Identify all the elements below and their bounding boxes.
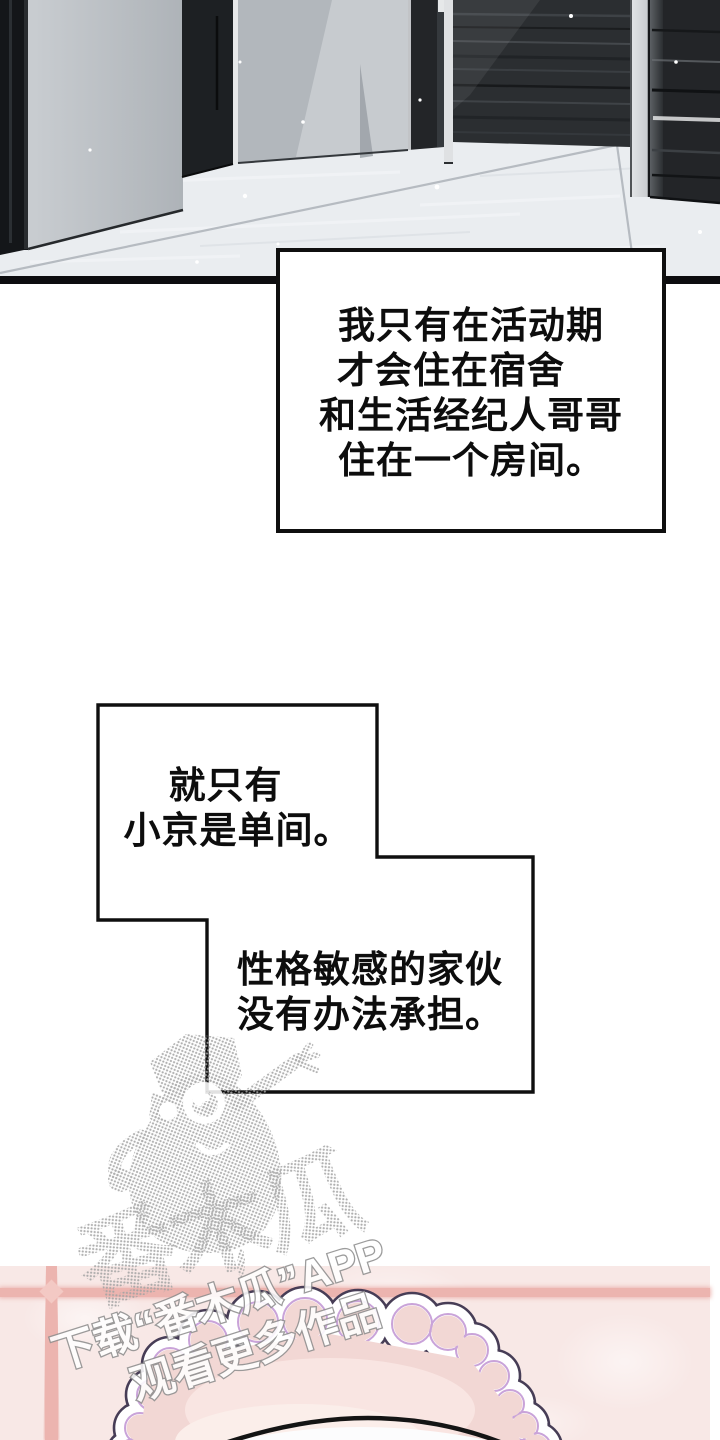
speech-line: 小京是单间。: [123, 810, 352, 851]
mascot-left-hand: [108, 1168, 132, 1192]
center-door: [182, 0, 233, 177]
mascot-pupil-core: [201, 1101, 213, 1113]
door-jamb-white: [444, 0, 453, 163]
dark-wall-right-slats: [651, 28, 720, 180]
speech-line: 住在一个房间。: [338, 440, 604, 481]
left-door-edge: [24, 0, 28, 249]
hallway-panel-art: [0, 0, 720, 284]
mascot-body: [128, 1073, 282, 1253]
facing-wall-shadow: [360, 64, 373, 158]
right-door-frame-left: [408, 0, 411, 150]
white-pillar: [630, 0, 650, 197]
mascot-left-arm: [108, 1129, 148, 1179]
speech-bubble-3-text: 性格敏感的家伙 没有办法承担。: [207, 857, 533, 1037]
dark-wall-left-slats: [452, 12, 631, 136]
facing-wall-base: [237, 149, 409, 164]
speech-bubble-2-text: 就只有 小京是单间。: [98, 705, 377, 853]
speech-line: 和生活经纪人哥哥: [319, 395, 623, 436]
left-gray-wall: [28, 0, 183, 249]
mascot-smile: [195, 1142, 230, 1155]
speech-line: 才会住在宿舍: [337, 350, 565, 391]
tile-grout-vertical: [45, 1266, 58, 1440]
character-head-fill: [239, 1427, 487, 1440]
floor-texture-streaks-dark: [199, 167, 641, 247]
right-door: [408, 0, 444, 150]
dark-wall-right-base: [649, 195, 720, 205]
facing-wall-light: [296, 0, 408, 157]
speech-1-text: 我只有在活动期 才会住在宿舍 和生活经纪人哥哥 住在一个房间。: [280, 252, 662, 483]
dark-wall-sheen: [453, 0, 540, 110]
dark-wall-left: [453, 0, 630, 147]
speech-line: 没有办法承担。: [237, 994, 503, 1035]
speech-bubble-2-3-outline: [96, 703, 535, 1094]
center-door-base: [181, 163, 234, 178]
speech-bubble-1: 我只有在活动期 才会住在宿舍 和生活经纪人哥哥 住在一个房间。: [276, 248, 666, 533]
speech-bubble-union-shape: [96, 703, 535, 1094]
speech-line: 我只有在活动期: [338, 305, 604, 346]
pink-wall-panel: [0, 1260, 720, 1440]
left-door: [0, 0, 28, 255]
cloud-frame-art: [109, 1285, 563, 1440]
character-head-outline: [227, 1415, 501, 1440]
left-wall-base-line: [27, 208, 184, 251]
speech-line: 性格敏感的家伙: [237, 949, 503, 990]
dark-wall-right-lit-edge: [650, 0, 663, 198]
center-door-frame: [233, 0, 238, 164]
left-door-seam: [9, 0, 12, 243]
mascot-ear-hole: [159, 1102, 177, 1120]
right-door-edge: [437, 0, 444, 147]
speech-line: 就只有: [168, 765, 283, 806]
right-door-frame-notch: [438, 0, 445, 12]
